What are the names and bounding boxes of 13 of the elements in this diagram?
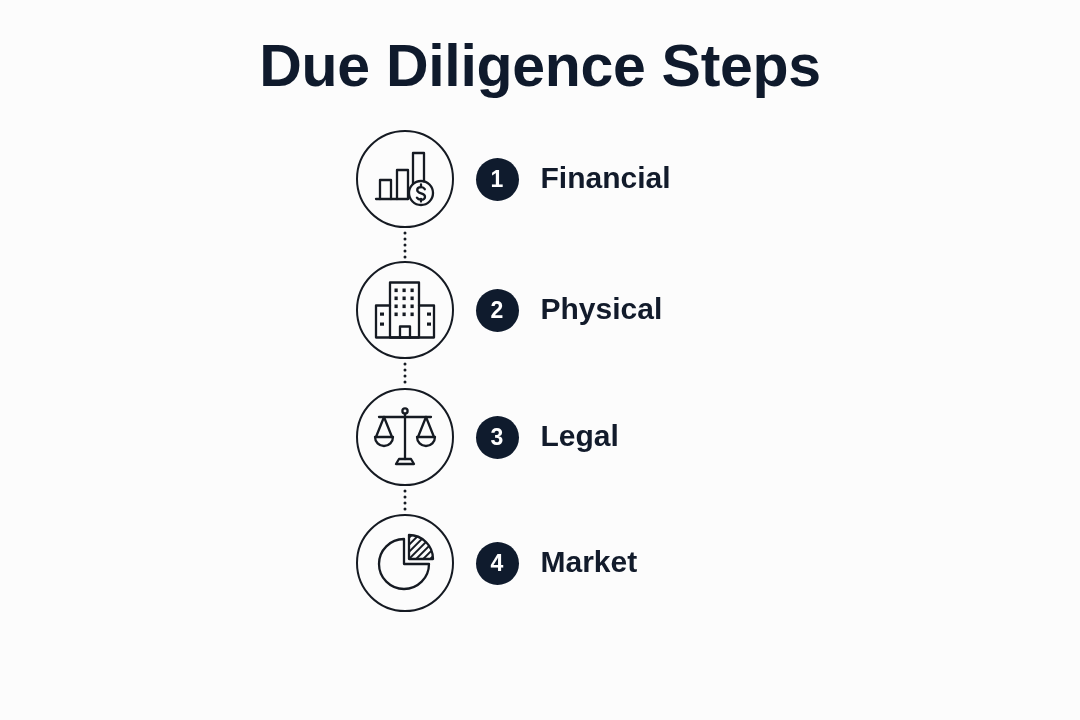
icon-circle [356, 514, 454, 612]
step-label: Legal [540, 418, 619, 454]
icon-circle [356, 261, 454, 359]
step-number-badge: 4 [475, 541, 519, 585]
step-label: Physical [540, 291, 663, 327]
icon-circle [356, 130, 454, 228]
step-label: Financial [540, 160, 671, 196]
icon-circle [356, 388, 454, 486]
step-number-badge: 1 [475, 157, 519, 201]
step-number-badge: 3 [475, 415, 519, 459]
step-number-badge: 2 [475, 288, 519, 332]
diagram-title: Due Diligence Steps [258, 32, 822, 101]
step-label: Market [540, 544, 638, 580]
